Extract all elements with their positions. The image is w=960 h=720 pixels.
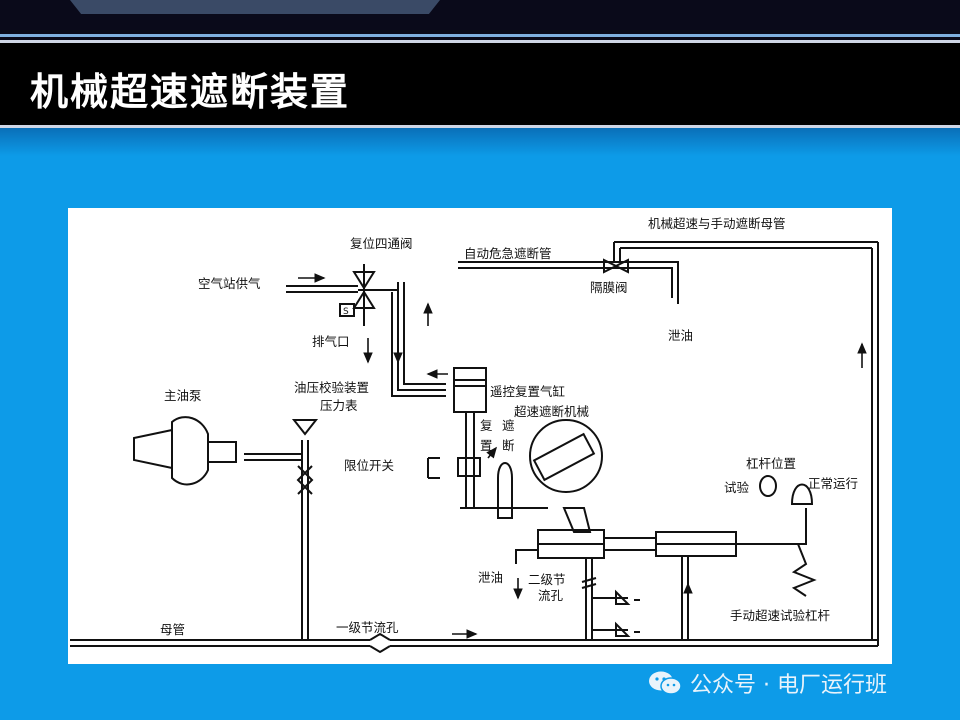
label-exhaust-port: 排气口: [312, 334, 350, 349]
pressure-gauge-symbol: [291, 419, 319, 436]
limit-switch-bracket: [427, 457, 440, 479]
label-trip-col2: 断: [502, 438, 515, 453]
label-second-stage-orifice-1: 二级节: [528, 572, 566, 587]
four-way-valve-body: [352, 271, 376, 309]
pump-shaft-housing: [207, 441, 237, 463]
label-diaphragm-valve: 隔膜阀: [590, 280, 628, 295]
label-auto-emergency-trip-pipe: 自动危急遮断管: [464, 246, 552, 261]
label-limit-switch: 限位开关: [344, 458, 394, 473]
label-air-station-supply: 空气站供气: [198, 276, 261, 291]
label-main-oil-pump: 主油泵: [164, 388, 202, 403]
top-stripe: [0, 34, 960, 37]
label-oil-pressure-check-device: 油压校验装置: [294, 380, 369, 395]
top-bar: [0, 0, 960, 40]
four-way-valve-cross: [358, 264, 398, 326]
label-reset-four-way-valve: 复位四通阀: [350, 236, 413, 251]
solenoid-box: [339, 303, 355, 317]
manual-lever-link: [736, 508, 807, 545]
title-bar: 机械超速遮断装置: [0, 40, 960, 128]
label-first-stage-orifice: 一级节流孔: [336, 620, 399, 635]
right-vertical-pipe: [871, 242, 879, 646]
lever-knob-normal: [790, 483, 814, 505]
label-remote-reset-cylinder: 遥控复置气缸: [490, 384, 565, 399]
header-down-pipe: [613, 242, 621, 262]
test-drain-pipe: [681, 556, 689, 640]
limit-switch-block: [457, 457, 481, 477]
cylinder-rod: [465, 412, 475, 508]
label-header-pipe: 母管: [160, 622, 185, 637]
label-lever-position: 杠杆位置: [746, 456, 796, 471]
first-stage-orifice-mark: [369, 632, 391, 654]
air-supply-pipe: [286, 285, 358, 293]
overspeed-bolt-housing: [529, 419, 603, 493]
label-drain-oil-bottom: 泄油: [478, 570, 503, 585]
valve-branch-pipes: [592, 597, 628, 631]
reset-cylinder: [453, 367, 487, 413]
label-s-mark: S: [343, 307, 349, 317]
label-normal-operation: 正常运行: [808, 476, 858, 491]
label-overspeed-trip-mechanism: 超速遮断机械: [514, 404, 590, 419]
label-trip-col1: 遮: [502, 418, 515, 433]
top-tab-decoration: [70, 0, 440, 14]
pressure-check-pipe: [301, 440, 309, 640]
trip-latch: [562, 507, 592, 533]
diaphragm-valve-symbol: [603, 258, 629, 274]
reset-arrow: [486, 446, 497, 459]
pump-connection-pipe: [244, 453, 302, 461]
air-to-cylinder-pipe: [397, 282, 446, 391]
label-second-stage-orifice-2: 流孔: [538, 588, 564, 603]
label-drain-oil-right: 泄油: [668, 328, 693, 343]
lever-knob-test: [759, 475, 777, 497]
reset-lever-arm: [497, 462, 513, 519]
label-mech-manual-trip-header: 机械超速与手动遮断母管: [648, 216, 786, 231]
auto-trip-pipe: [458, 261, 679, 298]
cylinder-piston: [454, 379, 486, 387]
title-shadow-band: [0, 128, 960, 156]
wechat-icon: [649, 671, 682, 695]
label-manual-overspeed-test-lever: 手动超速试验杠杆: [730, 608, 831, 623]
ground-marks: [634, 599, 640, 633]
top-header-pipe: [614, 241, 878, 249]
second-orifice-mark: [581, 577, 597, 589]
label-reset-col2: 置: [480, 438, 493, 453]
check-valve-symbol: [296, 465, 314, 495]
diagram-panel: 复位四通阀 空气站供气 S 排气口 主油泵 油压校验装置 压力表 遥控复置气缸 …: [68, 208, 892, 664]
overspeed-bolt: [532, 432, 596, 482]
orifice-vertical-pipe: [585, 558, 593, 640]
connecting-pipe: [604, 537, 656, 551]
drain-pipe: [515, 549, 538, 564]
label-pressure-gauge: 压力表: [320, 398, 358, 413]
label-reset-col1: 复: [480, 418, 493, 433]
watermark: 公众号 · 电厂运行班: [648, 668, 887, 698]
pump-casing: [171, 416, 209, 486]
branch-valve-symbols: [615, 589, 631, 637]
lever-spring: [791, 543, 817, 597]
air-return-pipe: [391, 292, 446, 397]
watermark-text: 公众号 · 电厂运行班: [690, 673, 887, 698]
pump-impeller: [133, 428, 173, 470]
slide-title: 机械超速遮断装置: [30, 70, 351, 114]
label-test: 试验: [724, 480, 750, 495]
overspeed-trip-diagram: 复位四通阀 空气站供气 S 排气口 主油泵 油压校验装置 压力表 遥控复置气缸 …: [70, 216, 879, 654]
